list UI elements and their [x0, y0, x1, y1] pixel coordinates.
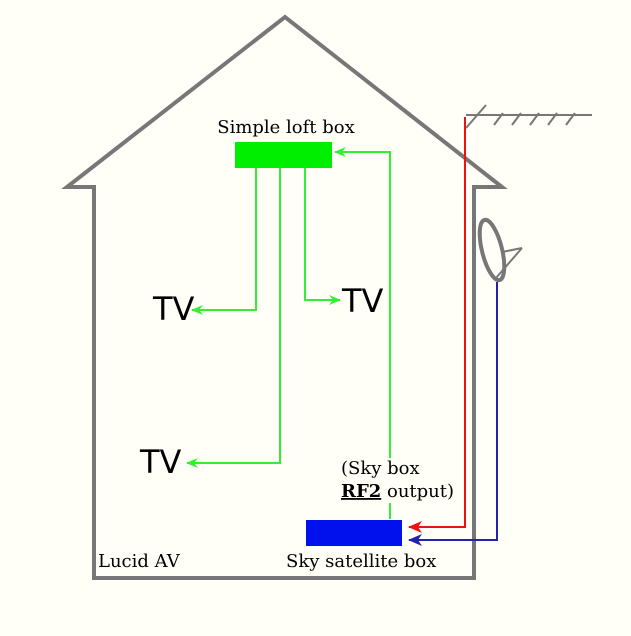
tv-cable-2 [304, 168, 341, 305]
aerial-cable-red [408, 117, 466, 533]
tv-cable-1 [191, 168, 257, 315]
tv-cable-3 [186, 168, 281, 468]
rf2-feed-cable [334, 147, 391, 458]
satellite-dish-icon [477, 217, 523, 283]
loft-box [235, 142, 332, 168]
sky-satellite-box-label: Sky satellite box [286, 551, 436, 572]
dish-cable-blue [408, 282, 498, 546]
rf2-label: RF2 [341, 481, 381, 502]
house-outline [61, 14, 508, 580]
tv-label-3: TV [139, 443, 182, 481]
tv-label-2: TV [341, 282, 384, 320]
sky-box-note-line2: RF2 output) [341, 481, 454, 502]
aerial-icon [465, 104, 592, 129]
sky-satellite-box [306, 520, 402, 546]
output-label: output) [381, 481, 454, 502]
credit-label: Lucid AV [98, 551, 181, 572]
sky-box-note-line1: (Sky box [341, 458, 420, 479]
tv-label-1: TV [152, 290, 195, 328]
loft-box-label: Simple loft box [217, 117, 355, 138]
